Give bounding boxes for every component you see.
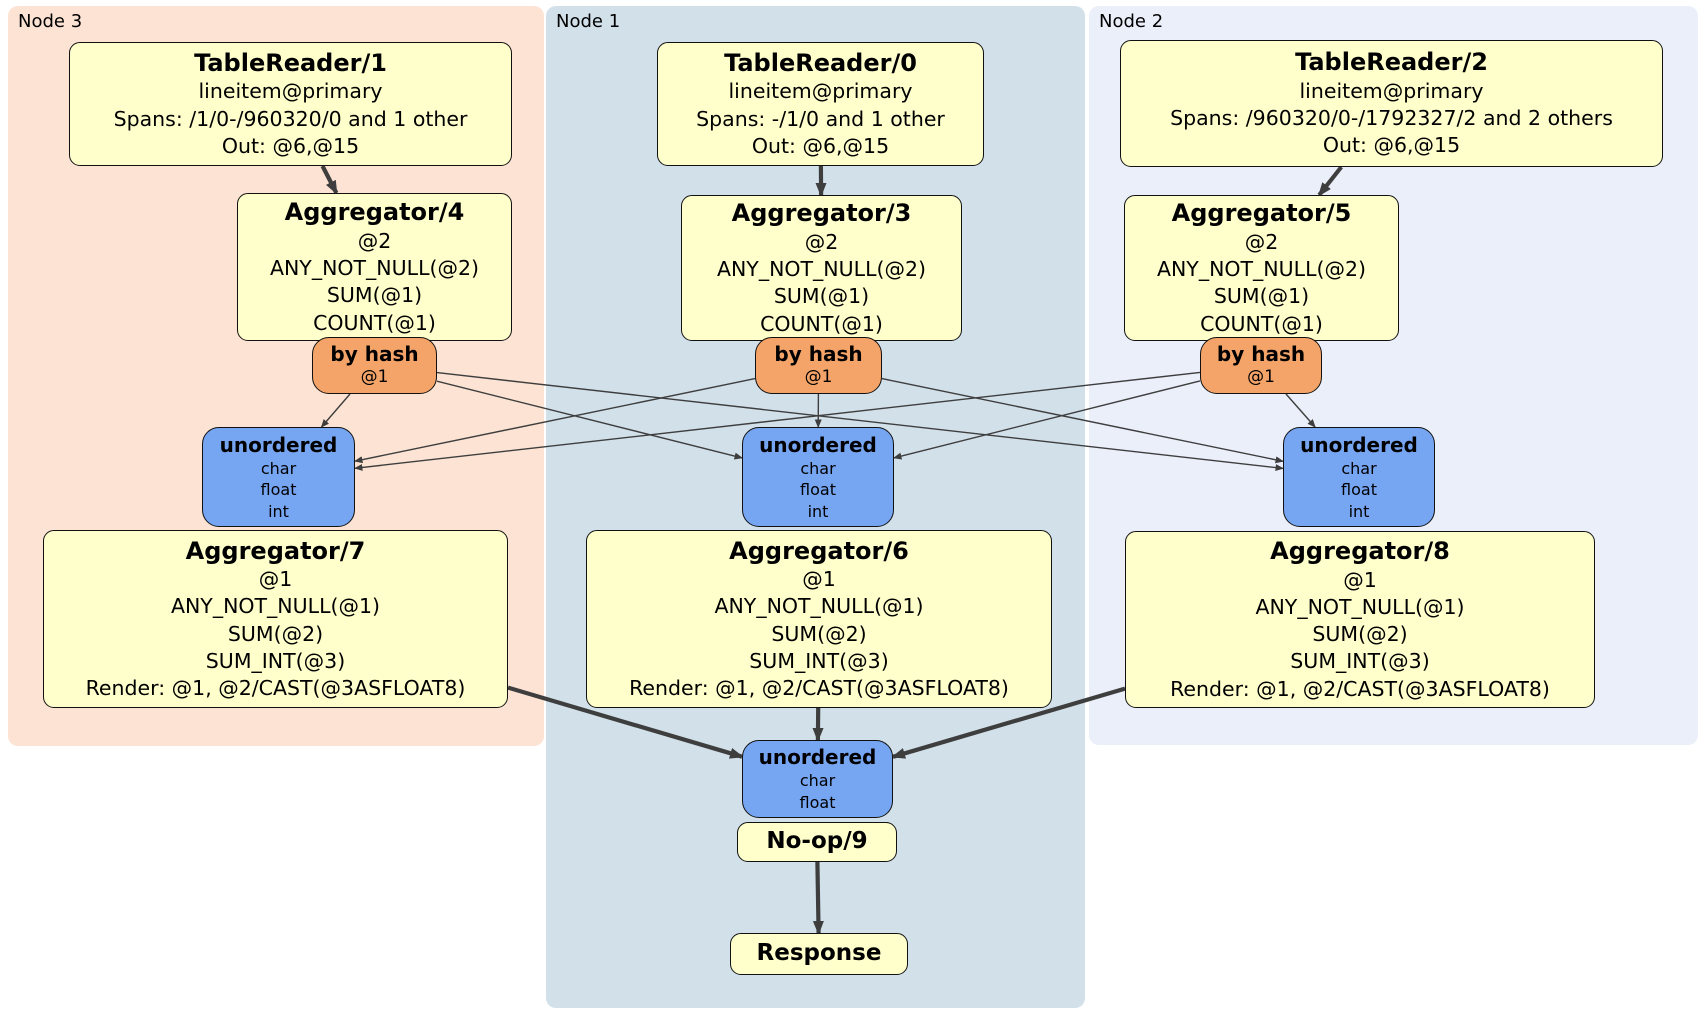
plan-node-detail: @1: [258, 567, 293, 592]
plan-node-response: Response: [730, 933, 908, 975]
plan-node-detail: float: [799, 793, 836, 812]
plan-node-detail: char: [799, 771, 836, 791]
plan-node-detail: SUM(@1): [773, 284, 870, 309]
plan-node-detail: ANY_NOT_NULL(@2): [1156, 257, 1367, 282]
plan-node-detail: Out: @6,@15: [751, 133, 890, 158]
plan-node-title: Aggregator/4: [284, 198, 465, 227]
plan-node-detail: COUNT(@1): [1200, 311, 1323, 336]
plan-node-title: TableReader/0: [724, 48, 917, 77]
region-node3-label: Node 3: [18, 11, 83, 32]
plan-node-by-hash: by hash@1: [755, 337, 882, 394]
plan-node-title: unordered: [759, 432, 877, 457]
region-node2-label: Node 2: [1099, 11, 1164, 32]
plan-node-detail: int: [1348, 501, 1370, 521]
plan-node-detail: SUM_INT(@3): [1290, 649, 1430, 674]
plan-node-title: by hash: [1216, 342, 1306, 367]
plan-node-detail: Render: @1, @2/CAST(@3ASFLOAT8): [629, 676, 1009, 701]
plan-node-detail: SUM(@2): [227, 621, 324, 646]
plan-node-detail: ANY_NOT_NULL(@1): [170, 594, 381, 619]
plan-node-detail: int: [268, 501, 289, 521]
plan-node-detail: char: [260, 458, 297, 478]
plan-node-title: unordered: [758, 745, 877, 770]
plan-node-detail: Out: @6,@15: [221, 133, 360, 158]
plan-node-detail: lineitem@primary: [198, 79, 383, 104]
plan-node-detail: int: [807, 501, 829, 521]
plan-node-detail: COUNT(@1): [313, 310, 436, 335]
plan-node-title: by hash: [330, 342, 419, 367]
plan-node-detail: ANY_NOT_NULL(@1): [714, 594, 924, 619]
plan-node-title: unordered: [219, 432, 338, 457]
plan-node-detail: @1: [360, 367, 389, 388]
plan-node-detail: ANY_NOT_NULL(@2): [269, 256, 480, 281]
plan-node-title: TableReader/2: [1295, 48, 1488, 77]
plan-node-detail: Render: @1, @2/CAST(@3ASFLOAT8): [85, 676, 466, 701]
plan-node-title: Response: [756, 940, 882, 967]
plan-node-detail: Spans: /1/0-/960320/0 and 1 other: [113, 106, 468, 131]
plan-node-detail: Render: @1, @2/CAST(@3ASFLOAT8): [1170, 676, 1550, 701]
plan-node-detail: @1: [1247, 367, 1275, 388]
plan-node-detail: @2: [357, 228, 392, 253]
plan-node-detail: Spans: -/1/0 and 1 other: [696, 106, 945, 131]
plan-node-by-hash: by hash@1: [312, 337, 437, 394]
plan-node-detail: SUM(@2): [1312, 622, 1408, 647]
plan-node-detail: lineitem@primary: [728, 79, 913, 104]
plan-node-by-hash: by hash@1: [1200, 337, 1322, 394]
plan-node-detail: ANY_NOT_NULL(@2): [716, 257, 927, 282]
plan-node-title: unordered: [1300, 432, 1418, 457]
plan-node-title: TableReader/1: [194, 48, 387, 77]
plan-node-title: Aggregator/7: [185, 536, 366, 565]
plan-node-detail: SUM(@1): [326, 283, 423, 308]
plan-node-detail: SUM(@1): [1213, 284, 1310, 309]
plan-node-detail: SUM_INT(@3): [205, 648, 346, 673]
plan-node-title: Aggregator/5: [1171, 199, 1352, 228]
plan-node-detail: @1: [804, 367, 833, 388]
plan-node-detail: ANY_NOT_NULL(@1): [1255, 594, 1465, 619]
plan-node-detail: @2: [1244, 229, 1279, 254]
region-node1-label: Node 1: [556, 11, 621, 32]
plan-node-detail: float: [1341, 480, 1377, 500]
plan-node-detail: @1: [1343, 567, 1377, 592]
plan-node-title: Aggregator/3: [731, 199, 912, 228]
plan-node-no-op-9: No-op/9: [737, 822, 897, 862]
plan-node-detail: Out: @6,@15: [1322, 133, 1461, 158]
plan-node-detail: char: [800, 458, 836, 478]
plan-node-detail: @2: [804, 229, 839, 254]
plan-node-detail: char: [1341, 458, 1377, 478]
plan-node-detail: float: [800, 480, 836, 500]
plan-node-title: Aggregator/6: [729, 536, 909, 565]
plan-node-detail: @1: [802, 567, 836, 592]
plan-node-detail: COUNT(@1): [760, 311, 883, 336]
plan-node-title: by hash: [774, 342, 863, 367]
plan-node-title: No-op/9: [766, 828, 868, 855]
plan-node-detail: SUM_INT(@3): [749, 648, 889, 673]
plan-node-detail: float: [260, 480, 297, 500]
plan-node-detail: SUM(@2): [771, 621, 867, 646]
plan-node-detail: Spans: /960320/0-/1792327/2 and 2 others: [1170, 106, 1613, 131]
plan-node-title: Aggregator/8: [1270, 537, 1450, 566]
plan-node-detail: lineitem@primary: [1299, 78, 1484, 103]
